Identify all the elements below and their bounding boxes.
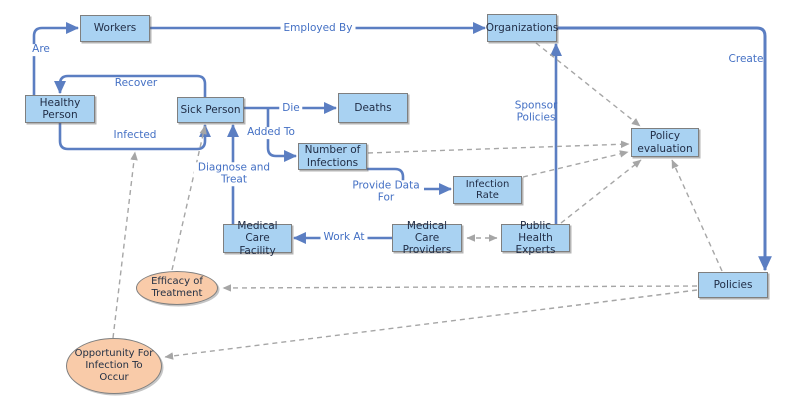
node-public-health-experts[interactable]: Public Health Experts bbox=[501, 220, 570, 256]
node-healthy-person[interactable]: Healthy Person bbox=[25, 95, 95, 123]
edge-label-create: Create bbox=[728, 53, 764, 66]
connector-opportunity-infected[interactable] bbox=[112, 151, 138, 339]
edge-label-work-at: Work At bbox=[320, 231, 368, 244]
edge-label-diagnose-and-treat: Diagnose and Treat bbox=[194, 161, 274, 186]
node-workers[interactable]: Workers bbox=[80, 15, 150, 42]
connector-infected[interactable] bbox=[58, 123, 211, 151]
connector-policies-efficacy[interactable] bbox=[222, 284, 698, 292]
node-policies[interactable]: Policies bbox=[698, 272, 768, 298]
node-deaths[interactable]: Deaths bbox=[338, 93, 408, 123]
edge-label-die: Die bbox=[279, 102, 303, 115]
connector-efficacy-sick-person[interactable] bbox=[171, 125, 207, 271]
edge-label-employed-by: Employed By bbox=[280, 22, 356, 35]
connector-recover[interactable] bbox=[54, 74, 207, 97]
node-infection-rate[interactable]: Infection Rate bbox=[453, 176, 522, 204]
node-policy-evaluation[interactable]: Policy evaluation bbox=[631, 128, 699, 157]
connector-create[interactable] bbox=[557, 26, 772, 272]
node-medical-care-facility[interactable]: Medical Care Facility bbox=[223, 220, 292, 257]
connector-infection-rate-policy-evaluation[interactable] bbox=[522, 150, 629, 178]
connector-are[interactable] bbox=[32, 22, 80, 95]
edge-label-infected: Infected bbox=[113, 129, 157, 142]
node-efficacy-of-treatment[interactable]: Efficacy of Treatment bbox=[136, 271, 218, 305]
node-sick-person[interactable]: Sick Person bbox=[177, 97, 244, 123]
connector-experts-policy-evaluation[interactable] bbox=[560, 159, 642, 224]
node-organizations[interactable]: Organizations bbox=[486, 14, 558, 42]
edge-label-are: Are bbox=[29, 43, 53, 56]
node-medical-care-providers[interactable]: Medical Care Providers bbox=[392, 220, 462, 256]
connector-added-to[interactable] bbox=[266, 108, 298, 162]
edge-label-added-to: Added To bbox=[244, 126, 298, 139]
edge-label-sponsor-policies: Sponsor Policies bbox=[514, 99, 558, 123]
connector-policies-opportunity[interactable] bbox=[164, 289, 698, 360]
connector-organizations-policy-evaluation[interactable] bbox=[535, 42, 641, 127]
connector-policies-policy-evaluation[interactable] bbox=[671, 159, 723, 272]
node-opportunity-for-infection[interactable]: Opportunity For Infection To Occur bbox=[66, 338, 162, 394]
edge-label-recover: Recover bbox=[114, 77, 158, 90]
edge-label-provide-data-for: Provide Data For bbox=[348, 179, 424, 204]
node-number-of-infections[interactable]: Number of Infections bbox=[298, 143, 367, 170]
connector-infections-policy-evaluation[interactable] bbox=[367, 140, 630, 154]
